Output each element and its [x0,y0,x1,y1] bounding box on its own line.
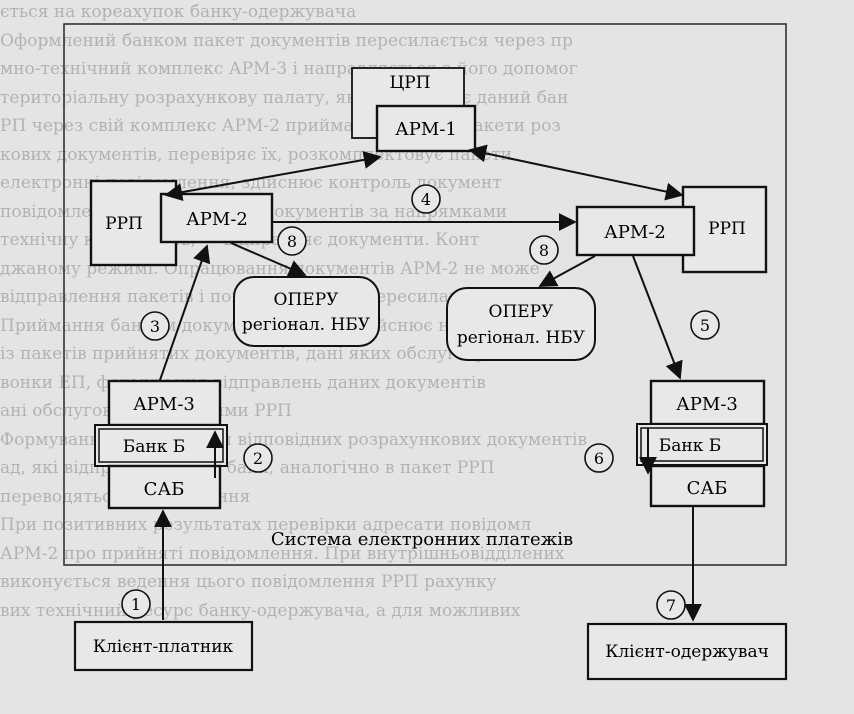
system-frame [63,23,787,566]
step-8-left: 8 [277,226,307,256]
arrow-4-left [164,150,382,202]
operu-left-line1: ОПЕРУ [274,290,340,310]
arm3-right-label: АРМ-3 [676,394,738,415]
arm2-right-label: АРМ-2 [604,222,666,243]
rrp-left-node: РРП АРМ-2 [89,179,274,267]
step-8-left-label: 8 [287,232,297,251]
crp-label: ЦРП [389,73,430,93]
background-text-line: АРМ-2 про прийняті повідомлення. При вну… [0,543,565,564]
step-3-label: 3 [150,317,160,336]
client-payer-node: Клієнт-платник [73,620,254,672]
bank-right-node: АРМ-3 Банк Б САБ [636,379,768,508]
crp-node: ЦРП АРМ-1 [351,67,477,153]
background-text-line: При позитивних результатах перевірки адр… [0,515,532,535]
step-7: 7 [656,590,686,620]
step-2-label: 2 [253,449,263,468]
client-receiver-label: Клієнт-одержувач [605,642,769,662]
operu-right-line2: регіонал. НБУ [457,328,586,348]
bank-left-label: Банк Б [123,437,185,457]
background-text-line: із пакетів прийнятих документів, дані як… [0,344,540,364]
background-text-line: ється на кореахупок банку-одержувача [0,2,357,22]
rrp-right-node: РРП АРМ-2 [575,185,768,274]
arm3-left-label: АРМ-3 [133,394,195,415]
step-6-label: 6 [594,449,604,468]
operu-right-line1: ОПЕРУ [489,302,555,322]
client-payer-label: Клієнт-платник [93,637,234,657]
arm1-label: АРМ-1 [395,119,457,140]
step-6: 6 [584,443,614,473]
arrow-8-right [538,255,596,287]
step-1: 1 [121,589,151,619]
arrow-3 [159,244,211,381]
step-8-right: 8 [529,235,559,265]
bank-left-node: АРМ-3 Банк Б САБ [94,379,228,510]
step-3: 3 [140,311,170,341]
sab-right-label: САБ [687,478,728,499]
step-4-label: 4 [421,190,431,209]
step-5-label: 5 [700,316,710,335]
step-7-label: 7 [666,596,676,615]
flow-arrows [154,144,702,622]
step-4: 4 [411,184,441,214]
rrp-right-label: РРП [708,219,746,239]
operu-left-line2: регіонал. НБУ [242,315,371,335]
operu-left-node: ОПЕРУ регіонал. НБУ [233,276,380,347]
background-text-line: Оформлений банком пакет документів перес… [0,30,573,51]
arrow-8-left [230,242,307,277]
arrow-5 [632,255,683,380]
step-8-right-label: 8 [539,241,549,260]
client-receiver-node: Клієнт-одержувач [586,622,788,681]
operu-right-node: ОПЕРУ регіонал. НБУ [446,287,596,361]
arrow-4-right [468,144,684,201]
step-5: 5 [690,310,720,340]
step-2: 2 [243,443,273,473]
step-markers: 1 2 3 4 5 6 7 8 8 [121,184,720,620]
system-label: Система електронних платежів [271,529,573,550]
rrp-left-label: РРП [105,214,143,234]
sab-left-label: САБ [144,479,185,500]
arm2-left-label: АРМ-2 [186,209,248,230]
step-1-label: 1 [131,595,141,614]
background-text-line: виконується ведення цього повідомлення Р… [0,572,497,592]
bank-right-label: Банк Б [659,436,721,456]
